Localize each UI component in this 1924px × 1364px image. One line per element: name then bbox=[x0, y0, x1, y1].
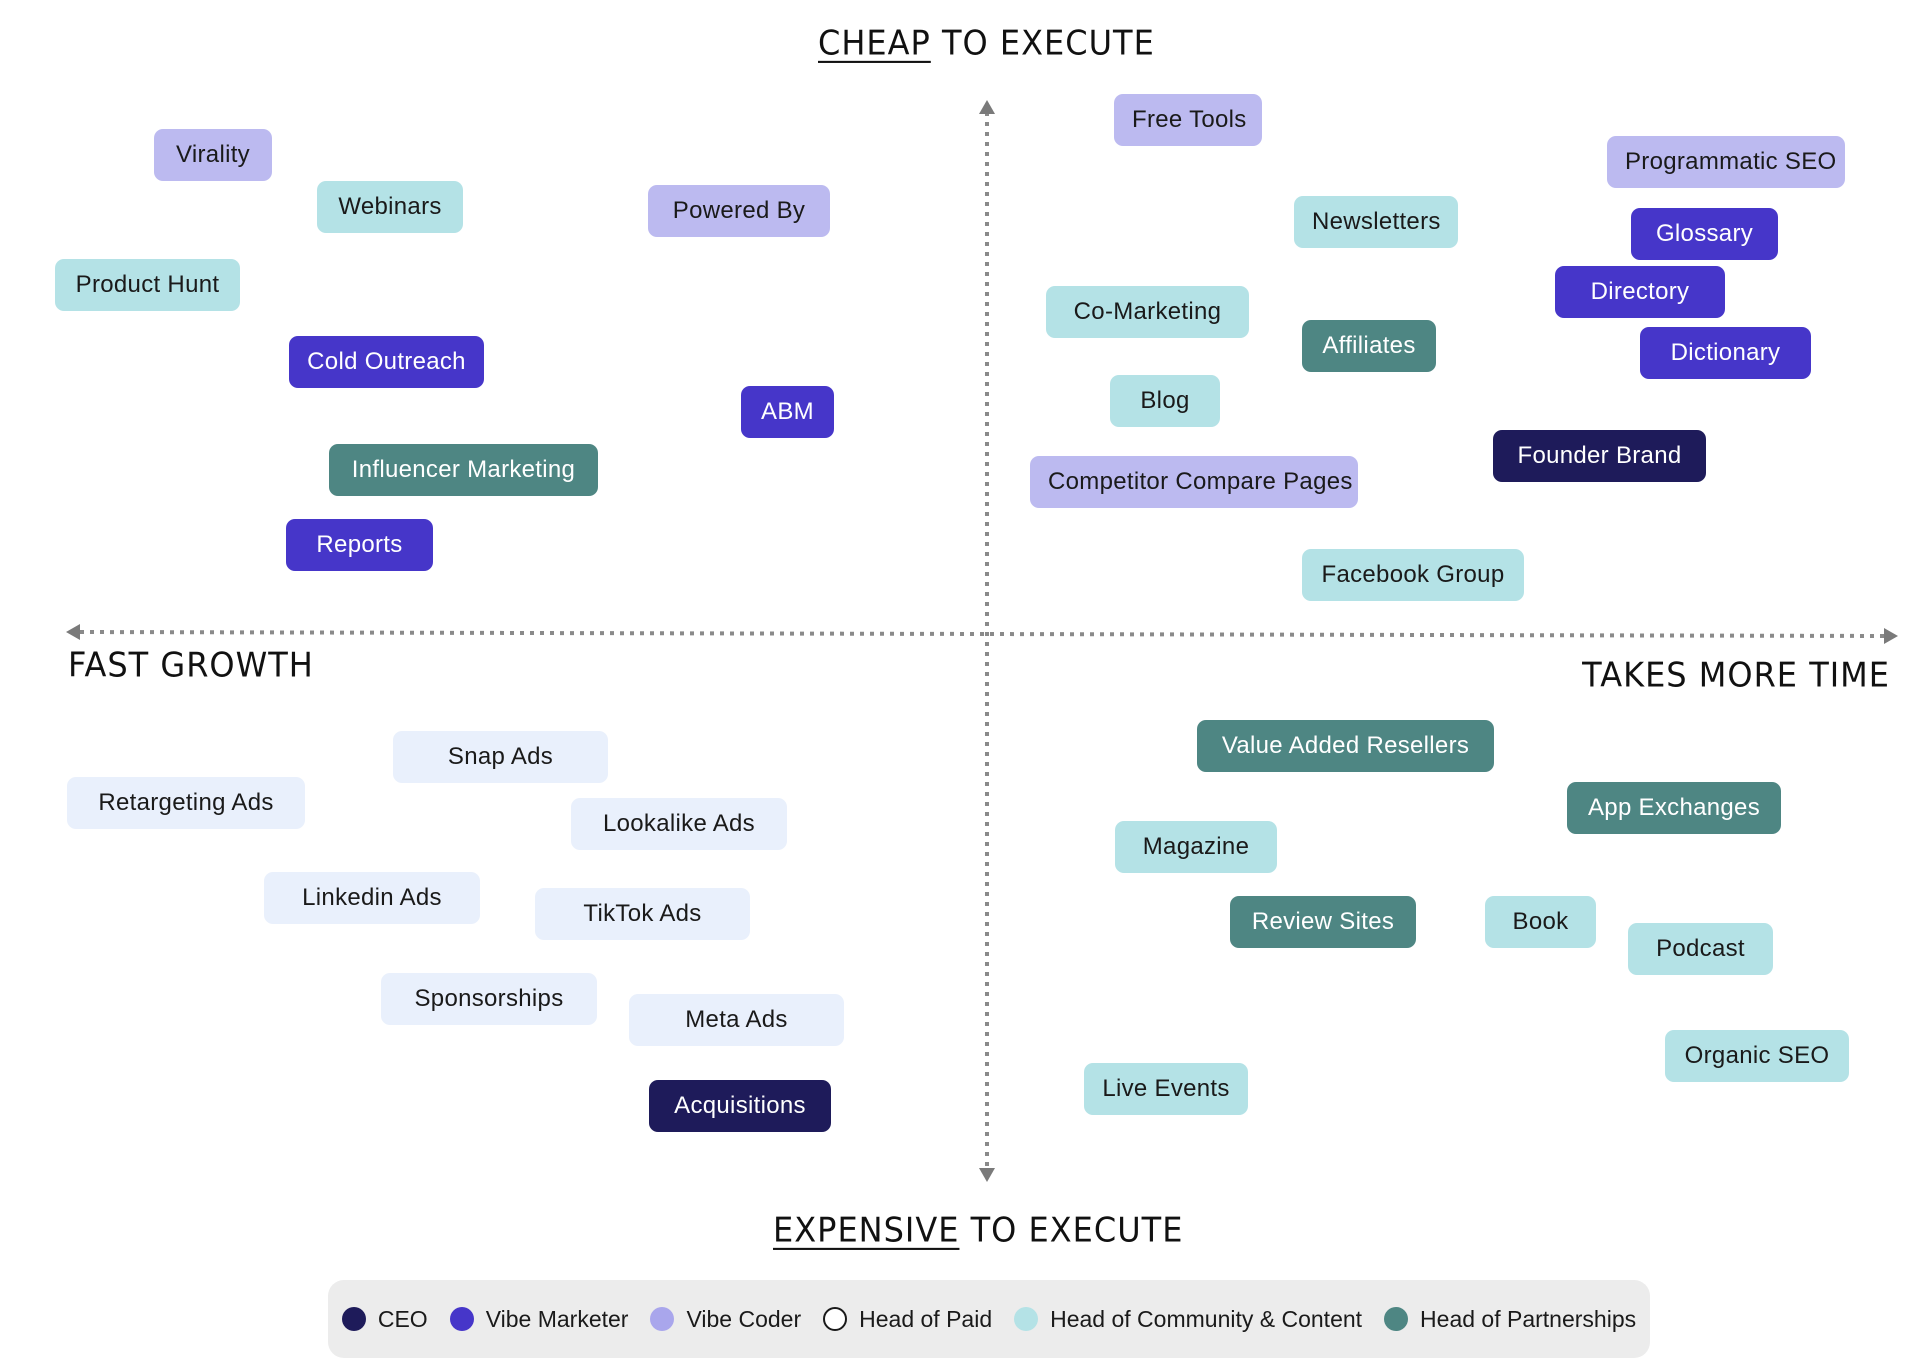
legend-label-head-of-partnerships: Head of Partnerships bbox=[1420, 1305, 1637, 1332]
tag-sponsorships: Sponsorships bbox=[381, 973, 597, 1025]
tag-abm: ABM bbox=[741, 386, 834, 438]
legend-label-vibe-coder: Vibe Coder bbox=[686, 1305, 802, 1332]
tag-value-added-resellers: Value Added Resellers bbox=[1197, 720, 1494, 772]
legend: CEO Vibe Marketer Vibe Coder Head of Pai… bbox=[328, 1280, 1650, 1358]
tag-organic-seo: Organic SEO bbox=[1665, 1030, 1849, 1082]
tag-competitor-compare-pages: Competitor Compare Pages bbox=[1030, 456, 1358, 508]
tag-acquisitions: Acquisitions bbox=[649, 1080, 831, 1132]
legend-item-ceo: CEO bbox=[341, 1305, 428, 1333]
tag-review-sites: Review Sites bbox=[1230, 896, 1416, 948]
tag-co-marketing: Co-Marketing bbox=[1046, 286, 1249, 338]
tag-podcast: Podcast bbox=[1628, 923, 1773, 975]
tag-programmatic-seo: Programmatic SEO bbox=[1607, 136, 1845, 188]
tag-affiliates: Affiliates bbox=[1302, 320, 1436, 372]
top-axis-label-rest: TO EXECUTE bbox=[930, 23, 1155, 63]
tag-product-hunt: Product Hunt bbox=[55, 259, 240, 311]
tag-webinars: Webinars bbox=[317, 181, 463, 233]
tag-blog: Blog bbox=[1110, 375, 1220, 427]
tag-book: Book bbox=[1485, 896, 1596, 948]
tag-directory: Directory bbox=[1555, 266, 1725, 318]
legend-dot-vibe-coder bbox=[650, 1307, 675, 1331]
right-axis-label: TAKES MORE TIME bbox=[1582, 655, 1890, 695]
legend-label-ceo: CEO bbox=[377, 1305, 428, 1332]
horizontal-axis bbox=[79, 630, 1887, 638]
legend-item-vibe-coder: Vibe Coder bbox=[650, 1306, 801, 1333]
legend-dot-ceo bbox=[341, 1307, 366, 1331]
tag-cold-outreach: Cold Outreach bbox=[289, 336, 484, 388]
legend-item-vibe-marketer: Vibe Marketer bbox=[449, 1305, 629, 1333]
top-axis-label-emphasis: CHEAP bbox=[818, 23, 931, 63]
tag-powered-by: Powered By bbox=[648, 185, 830, 237]
left-axis-label: FAST GROWTH bbox=[68, 645, 314, 685]
legend-item-head-of-paid: Head of Paid bbox=[823, 1306, 992, 1333]
tag-snap-ads: Snap Ads bbox=[393, 731, 608, 783]
tag-linkedin-ads: Linkedin Ads bbox=[264, 872, 480, 924]
tag-app-exchanges: App Exchanges bbox=[1567, 782, 1781, 834]
horizontal-axis-arrow-right bbox=[1884, 628, 1898, 644]
tag-magazine: Magazine bbox=[1115, 821, 1277, 873]
bottom-axis-label-rest: TO EXECUTE bbox=[959, 1210, 1184, 1250]
tag-glossary: Glossary bbox=[1631, 208, 1778, 260]
tag-virality: Virality bbox=[154, 129, 272, 181]
legend-dot-vibe-marketer bbox=[449, 1307, 474, 1331]
legend-label-head-of-community: Head of Community & Content bbox=[1050, 1305, 1363, 1332]
tag-founder-brand: Founder Brand bbox=[1493, 430, 1706, 482]
tag-dictionary: Dictionary bbox=[1640, 327, 1811, 379]
tag-tiktok-ads: TikTok Ads bbox=[535, 888, 750, 940]
legend-label-vibe-marketer: Vibe Marketer bbox=[485, 1305, 629, 1332]
vertical-axis-arrow-up bbox=[979, 100, 995, 114]
legend-label-head-of-paid: Head of Paid bbox=[859, 1305, 993, 1332]
tag-newsletters: Newsletters bbox=[1294, 196, 1458, 248]
bottom-axis-label: EXPENSIVE TO EXECUTE bbox=[773, 1210, 1183, 1250]
tag-influencer-marketing: Influencer Marketing bbox=[329, 444, 598, 496]
tag-free-tools: Free Tools bbox=[1114, 94, 1262, 146]
tag-live-events: Live Events bbox=[1084, 1063, 1248, 1115]
legend-item-head-of-partnerships: Head of Partnerships bbox=[1384, 1306, 1636, 1333]
tag-facebook-group: Facebook Group bbox=[1302, 549, 1524, 601]
legend-item-head-of-community: Head of Community & Content bbox=[1014, 1306, 1362, 1333]
horizontal-axis-arrow-left bbox=[66, 624, 80, 640]
tag-lookalike-ads: Lookalike Ads bbox=[571, 798, 787, 850]
tag-retargeting-ads: Retargeting Ads bbox=[67, 777, 305, 829]
tag-reports: Reports bbox=[286, 519, 433, 571]
legend-dot-head-of-paid bbox=[823, 1307, 848, 1331]
legend-dot-head-of-community bbox=[1014, 1307, 1039, 1331]
bottom-axis-label-emphasis: EXPENSIVE bbox=[773, 1210, 960, 1250]
vertical-axis-arrow-down bbox=[979, 1168, 995, 1182]
top-axis-label: CHEAP TO EXECUTE bbox=[818, 23, 1155, 63]
legend-dot-head-of-partnerships bbox=[1384, 1307, 1409, 1331]
tag-meta-ads: Meta Ads bbox=[629, 994, 844, 1046]
